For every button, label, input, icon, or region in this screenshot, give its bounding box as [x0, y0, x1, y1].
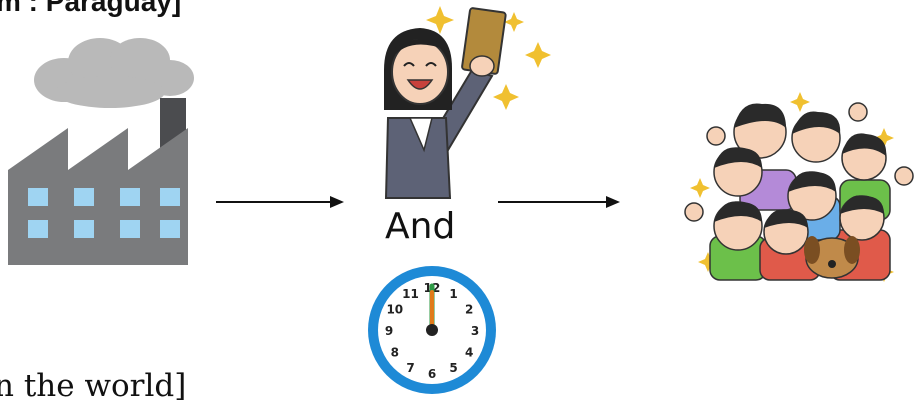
dog [804, 236, 860, 278]
children-faces [714, 104, 886, 255]
